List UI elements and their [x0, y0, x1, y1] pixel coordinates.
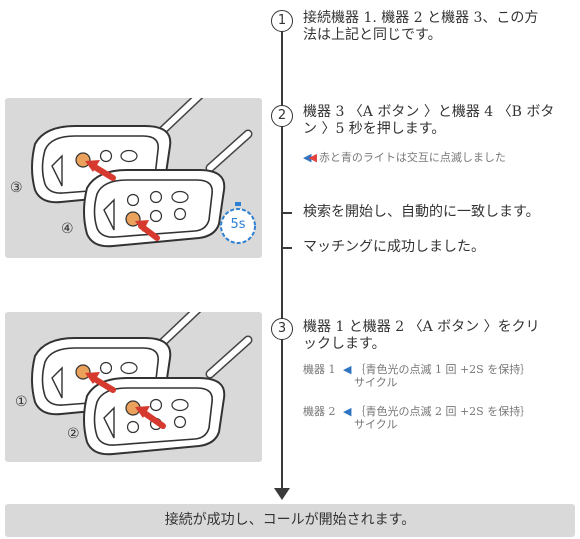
step-2-number: 2 [271, 105, 293, 127]
press-arrow-head [135, 220, 149, 232]
device-2-label: ② [67, 426, 80, 442]
connection-success-banner: 接続が成功し、コールが開始されます。 [5, 504, 575, 537]
step-3-text: 機器 1 と機器 2 〈A ボタン 〉をクリ ックします。 [303, 319, 540, 352]
device-2-note-text: ｛青色光の点滅 2 回 +2S を保持｝ [354, 405, 532, 418]
intercom-devices-1-2 [31, 312, 253, 456]
pairing-illustration-bottom: ① ② [5, 312, 262, 462]
step-2-note-text: 赤と青のライトは交互に点滅しました [318, 151, 506, 164]
timer-label: 5s [230, 217, 246, 232]
press-arrow-head [85, 372, 100, 384]
step-3-line-1: 機器 1 と機器 2 〈A ボタン 〉をクリ [303, 319, 540, 335]
timeline-line [281, 14, 283, 494]
step-1-number: 1 [271, 10, 293, 32]
device-1-note-text: ｛青色光の点滅 1 回 +2S を保持｝ [354, 363, 532, 376]
step-3-line-2: ックします。 [303, 335, 386, 352]
device-2-note-label: 機器 2 [303, 405, 336, 418]
timeline-arrowhead [274, 488, 290, 500]
device-4 [83, 129, 253, 248]
device-4-label: ④ [61, 221, 74, 237]
step-2-text: 機器 3 〈A ボタン 〉と機器 4 〈B ボタ ン 〉5 秒を押します。 [303, 104, 554, 137]
blue-light-icon: ◀ [343, 363, 352, 376]
red-light-icon: ◀ [308, 151, 317, 164]
press-arrow-head [85, 160, 100, 172]
step-1-line-1: 接続機器 1. 機器 2 と機器 3、この方 [303, 10, 539, 26]
device-3-label: ③ [10, 180, 23, 196]
step-3-number: 3 [271, 318, 293, 340]
blue-light-icon: ◀ [303, 151, 312, 164]
device-2-note: 機器 2 ◀｛青色光の点滅 2 回 +2S を保持｝ サイクル [303, 405, 531, 431]
press-arrow [140, 409, 166, 429]
device-1-note-label: 機器 1 [303, 363, 336, 376]
device-1-note-cycle: サイクル [354, 376, 398, 389]
step-1-line-2: 法は上記と同じです。 [303, 26, 442, 43]
press-arrow [90, 163, 116, 181]
blue-light-icon: ◀ [343, 405, 352, 418]
stopwatch-icon [220, 202, 256, 244]
device-1-note: 機器 1 ◀｛青色光の点滅 1 回 +2S を保持｝ サイクル [303, 363, 531, 389]
device-1-label: ① [15, 394, 28, 410]
step-2-line-2: ン 〉5 秒を押します。 [303, 120, 446, 137]
search-tick [282, 212, 292, 214]
intercom-devices-3-4 [31, 98, 256, 248]
press-arrow-head [135, 406, 150, 418]
device-2-note-cycle: サイクル [354, 418, 398, 431]
step-2-light-note: ◀◀赤と青のライトは交互に点滅しました [303, 151, 506, 164]
press-arrow [90, 375, 116, 393]
matched-text: マッチングに成功しました。 [303, 239, 485, 255]
step-2-line-1: 機器 3 〈A ボタン 〉と機器 4 〈B ボタ [303, 104, 555, 120]
step-1-text: 接続機器 1. 機器 2 と機器 3、この方 法は上記と同じです。 [303, 10, 538, 43]
pairing-illustration-top: 5s ③ ④ [5, 98, 262, 258]
search-text: 検索を開始し、自動的に一致します。 [303, 204, 540, 220]
matched-tick [282, 247, 292, 249]
